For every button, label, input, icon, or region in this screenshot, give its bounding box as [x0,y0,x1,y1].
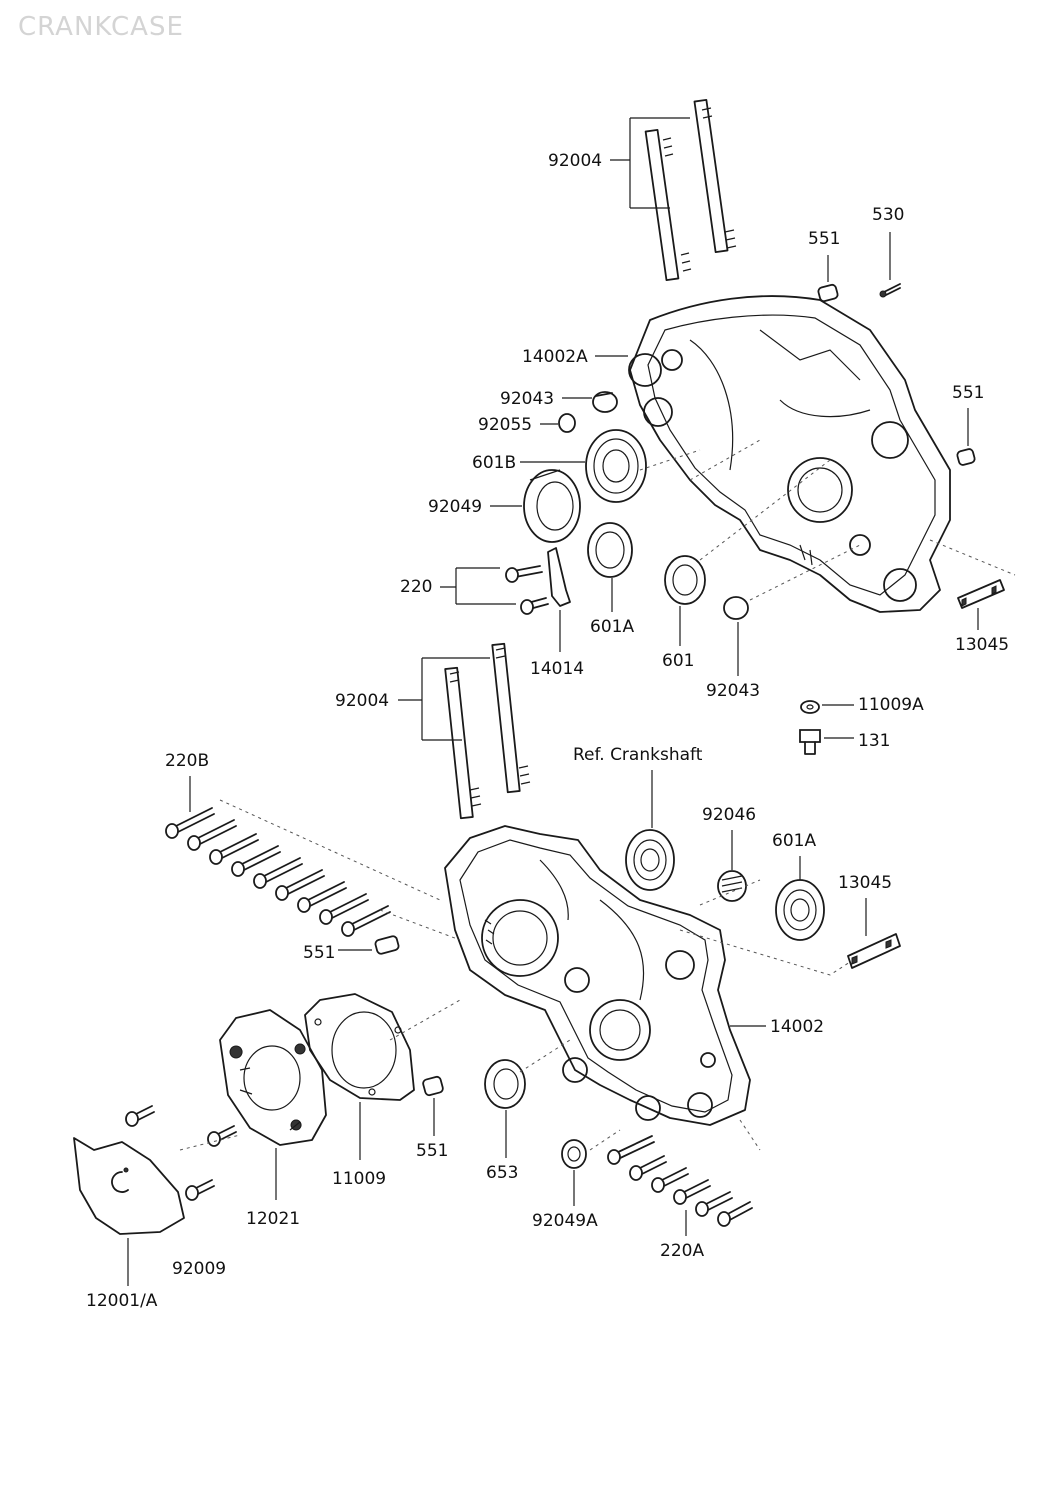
screws-92009 [125,1105,237,1201]
callout-92055: 92055 [478,415,532,435]
cover-12001A [73,1137,185,1235]
page-title: CRANKCASE [18,12,184,42]
bolts-220B [165,807,391,937]
dowel-pin-551-a [817,283,839,303]
chain-guide-13045-a [957,579,1005,609]
callout-601A-b: 601A [772,831,816,851]
callout-220B: 220B [165,751,209,771]
callout-13045-a: 13045 [955,635,1009,655]
callout-12021: 12021 [246,1209,300,1229]
callout-92043-b: 92043 [706,681,760,701]
dowel-pin-551-c [374,935,400,955]
callout-13045-b: 13045 [838,873,892,893]
callout-601: 601 [662,651,694,671]
oil-seal-92049 [523,469,581,543]
crankcase-half-14002A [628,295,951,613]
callout-92004-mid: 92004 [335,691,389,711]
dowel-pin-551-d [422,1075,444,1097]
crankcase-half-14002 [444,825,751,1126]
collar-92043-b [723,596,749,620]
callout-220: 220 [400,577,432,597]
retainer-plate-14014 [547,547,571,607]
pin-530 [879,283,901,298]
bearing-crankshaft [625,829,675,891]
ref-crankshaft-label: Ref. Crankshaft [573,745,703,765]
bearing-601A-b [775,879,825,941]
callout-551-d: 551 [416,1141,448,1161]
bearing-601 [664,555,706,605]
callout-220A: 220A [660,1241,704,1261]
callout-601B: 601B [472,453,516,473]
dowel-pin-551-b [956,448,976,466]
gasket-11009 [304,993,415,1101]
callout-551-a: 551 [808,229,840,249]
callout-92049: 92049 [428,497,482,517]
bolts-220A [607,1135,753,1227]
callout-12001A: 12001/A [86,1291,158,1311]
callout-14002A: 14002A [522,347,588,367]
callout-14014: 14014 [530,659,584,679]
drain-bolt-131 [799,729,821,755]
callout-92004-top: 92004 [548,151,602,171]
oil-seal-653 [484,1059,526,1109]
callout-92009: 92009 [172,1259,226,1279]
bearing-601B [585,429,647,503]
screws-220 [505,565,549,615]
callout-11009: 11009 [332,1169,386,1189]
o-ring-92055 [558,413,576,433]
chain-guide-13045-b [847,933,901,969]
callout-653: 653 [486,1163,518,1183]
washer-11009A [800,700,820,714]
bearing-601A-a [587,522,633,578]
callout-131: 131 [858,731,890,751]
callout-92049A: 92049A [532,1211,598,1231]
callout-601A-a: 601A [590,617,634,637]
needle-bearing-92046 [717,870,747,902]
collar-92043-a [592,391,618,413]
cover-plate-12021 [219,1009,327,1146]
stud-bolt-pair-mid [444,642,531,820]
oil-seal-92049A [561,1139,587,1169]
callout-14002: 14002 [770,1017,824,1037]
callout-92046: 92046 [702,805,756,825]
callout-530: 530 [872,205,904,225]
callout-11009A: 11009A [858,695,924,715]
stud-bolt-pair-top [644,99,737,282]
callout-92043-a: 92043 [500,389,554,409]
callout-551-c: 551 [303,943,335,963]
callout-551-b: 551 [952,383,984,403]
